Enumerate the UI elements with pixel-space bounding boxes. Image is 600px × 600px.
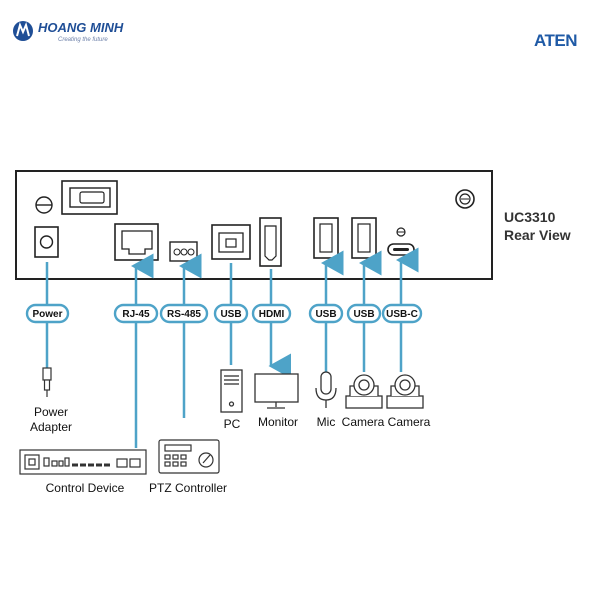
hdmi-port-icon bbox=[259, 217, 282, 267]
usb-a-port-icon bbox=[351, 217, 377, 259]
port-pill-rs485: RS-485 bbox=[159, 303, 209, 324]
camera2-label: Camera bbox=[388, 415, 431, 429]
model-name: UC3310 bbox=[504, 209, 556, 225]
port-pill-usb-mic: USB bbox=[308, 303, 344, 324]
port-pill-rj45: RJ-45 bbox=[113, 303, 159, 324]
ptz-camera-icon bbox=[386, 374, 424, 409]
control-device-label: Control Device bbox=[46, 481, 125, 495]
dealer-tagline: Creating the future bbox=[58, 37, 108, 43]
port-label: Power bbox=[32, 309, 62, 320]
port-label: HDMI bbox=[259, 309, 285, 320]
port-label: USB bbox=[220, 309, 241, 320]
manufacturer-logo: ATEN bbox=[534, 31, 577, 50]
port-pill-usb-cam: USB bbox=[346, 303, 382, 324]
usb-a-port-icon bbox=[313, 217, 339, 259]
monitor-label: Monitor bbox=[258, 415, 298, 429]
camera1-label: Camera bbox=[342, 415, 385, 429]
port-pill-power: Power bbox=[25, 303, 70, 324]
usb-b-port-icon bbox=[211, 224, 251, 260]
power-plug-icon bbox=[42, 367, 52, 397]
monitor-icon bbox=[254, 373, 299, 409]
dealer-name: HOANG MINH bbox=[38, 20, 124, 35]
terminal-block-icon bbox=[169, 241, 198, 262]
port-label: RJ-45 bbox=[122, 309, 150, 320]
pc-label: PC bbox=[224, 417, 241, 431]
microphone-icon bbox=[315, 371, 337, 408]
kensington-lock-icon bbox=[455, 189, 475, 209]
ground-screw-icon bbox=[35, 196, 53, 214]
control-device-icon bbox=[19, 449, 147, 475]
port-label: USB bbox=[353, 309, 374, 320]
dealer-logo: HOANG MINH Creating the future bbox=[13, 20, 124, 43]
power-adapter-label-line1: Power bbox=[34, 405, 68, 419]
dc-jack-icon bbox=[34, 226, 59, 258]
port-label: USB-C bbox=[386, 309, 418, 320]
port-pill-hdmi: HDMI bbox=[251, 303, 292, 324]
power-adapter-label-line2: Adapter bbox=[30, 420, 72, 434]
pc-tower-icon bbox=[220, 369, 243, 413]
mic-label: Mic bbox=[317, 415, 336, 429]
view-label: Rear View bbox=[504, 227, 571, 243]
port-label: USB bbox=[315, 309, 336, 320]
ptz-camera-icon bbox=[345, 374, 383, 409]
ptz-controller-label: PTZ Controller bbox=[149, 481, 227, 495]
rj45-port-icon bbox=[114, 223, 159, 261]
port-pill-usbc: USB-C bbox=[381, 303, 423, 324]
ptz-controller-icon bbox=[158, 439, 220, 474]
port-label: RS-485 bbox=[167, 309, 201, 320]
rocker-switch-icon bbox=[61, 180, 118, 215]
hm-logo-icon bbox=[13, 21, 33, 41]
port-pill-usb-pc: USB bbox=[213, 303, 249, 324]
